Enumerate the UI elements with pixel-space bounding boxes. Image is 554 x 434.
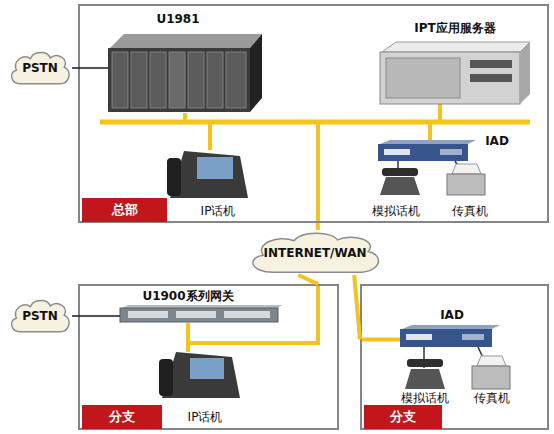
- iad-front: [378, 144, 468, 161]
- gateway-ports: [224, 311, 270, 318]
- iad-ports: [462, 334, 484, 340]
- analog-phone-body: [405, 369, 445, 389]
- site-box: 分支 U1900系列网关 IP话机: [78, 284, 339, 430]
- iad-top: [380, 140, 476, 144]
- device-label: 传真机: [474, 391, 510, 405]
- cloud-label-wrap: PSTN: [8, 50, 72, 86]
- network-link: [354, 275, 360, 339]
- device-label: 模拟话机: [372, 204, 420, 218]
- device-label: U1900系列网关: [142, 289, 233, 303]
- chassis-board: [150, 52, 166, 108]
- iad-top: [402, 325, 500, 329]
- device-node: 传真机: [472, 356, 510, 390]
- network-link: [316, 223, 320, 230]
- device-label: IAD: [485, 134, 509, 148]
- device-label: IPT应用服务器: [414, 21, 495, 35]
- device-label: IP话机: [201, 204, 236, 218]
- cloud-node: PSTN: [8, 50, 72, 86]
- chassis-board: [207, 52, 223, 108]
- chassis-top: [110, 34, 262, 48]
- device-label: IP话机: [188, 410, 223, 424]
- site-tag: 总部: [82, 198, 167, 222]
- server-side: [520, 42, 530, 104]
- cloud-label-wrap: INTERNET/WAN: [245, 230, 385, 275]
- cloud-label: INTERNET/WAN: [264, 246, 367, 260]
- site-tag: 分支: [82, 405, 162, 429]
- drive-bays: [386, 58, 460, 98]
- device-node: IPT应用服务器: [380, 42, 530, 106]
- device-node: U1981: [108, 32, 264, 114]
- network-link: [298, 275, 318, 284]
- device-node: IP话机: [165, 148, 250, 200]
- device-label: 模拟话机: [401, 391, 449, 405]
- cloud-outline: [12, 53, 69, 84]
- chassis-board: [131, 52, 147, 108]
- fax-body: [447, 174, 485, 195]
- device-node: IAD: [400, 325, 500, 347]
- site-tag: 分支: [364, 405, 442, 429]
- gateway-ports: [176, 311, 216, 318]
- device-node: IAD: [378, 140, 476, 162]
- device-node: U1900系列网关: [120, 305, 280, 323]
- chassis-front: [108, 48, 250, 112]
- analog-phone-handset: [407, 359, 443, 367]
- device-node: IP话机: [159, 352, 241, 400]
- cloud-outline: [253, 233, 379, 272]
- server-top: [382, 42, 530, 52]
- lan-bus: [100, 120, 530, 125]
- device-node: 模拟话机: [378, 166, 422, 196]
- iad-ports: [384, 149, 410, 155]
- device-label: 传真机: [452, 204, 488, 218]
- chassis-board: [226, 52, 246, 108]
- analog-phone-handset: [382, 168, 418, 176]
- gateway-front: [120, 308, 278, 322]
- device-label: U1981: [156, 12, 199, 26]
- iad-ports: [406, 334, 432, 340]
- device-node: 模拟话机: [403, 358, 447, 390]
- ip-phone-handset: [159, 359, 173, 396]
- ip-phone-body: [162, 352, 240, 398]
- cloud-label: PSTN: [22, 61, 58, 75]
- lan-drop: [183, 113, 187, 122]
- cloud-label-wrap: PSTN: [8, 298, 72, 334]
- device-node: 传真机: [445, 164, 487, 196]
- device-label: IAD: [440, 308, 464, 322]
- fax-paper: [477, 356, 506, 366]
- cloud-node: PSTN: [8, 298, 72, 334]
- cloud-outline: [12, 301, 69, 332]
- site-box: 总部U1981IPT应用服务器IP话机IAD模拟话机传真机: [78, 4, 549, 223]
- cloud-node: INTERNET/WAN: [245, 230, 385, 275]
- lan-drop: [438, 104, 442, 122]
- iad-front: [400, 329, 492, 347]
- ip-phone-body: [170, 151, 248, 198]
- lan-drop: [428, 122, 432, 141]
- analog-phone-body: [380, 177, 420, 195]
- server-front: [380, 52, 520, 104]
- chassis-side: [250, 34, 262, 112]
- network-link: [72, 315, 120, 317]
- lan-drop: [208, 122, 212, 150]
- cloud-label: PSTN: [22, 309, 58, 323]
- ip-phone-handset: [167, 158, 181, 196]
- server-panel: [470, 60, 512, 68]
- chassis-board: [112, 52, 128, 108]
- wan-uplink: [316, 122, 320, 223]
- gateway-ports: [128, 311, 168, 318]
- ip-phone-screen: [197, 157, 233, 179]
- chassis-board: [169, 52, 185, 108]
- site-box: 分支IAD模拟话机传真机: [360, 284, 549, 430]
- server-panel: [470, 74, 512, 82]
- chassis-board: [188, 52, 204, 108]
- wan-link: [360, 338, 400, 342]
- network-link: [72, 67, 108, 69]
- network-link: [186, 323, 190, 352]
- ip-phone-screen: [190, 358, 224, 379]
- fax-body: [472, 366, 510, 389]
- iad-ports: [440, 149, 462, 155]
- fax-paper: [452, 164, 481, 174]
